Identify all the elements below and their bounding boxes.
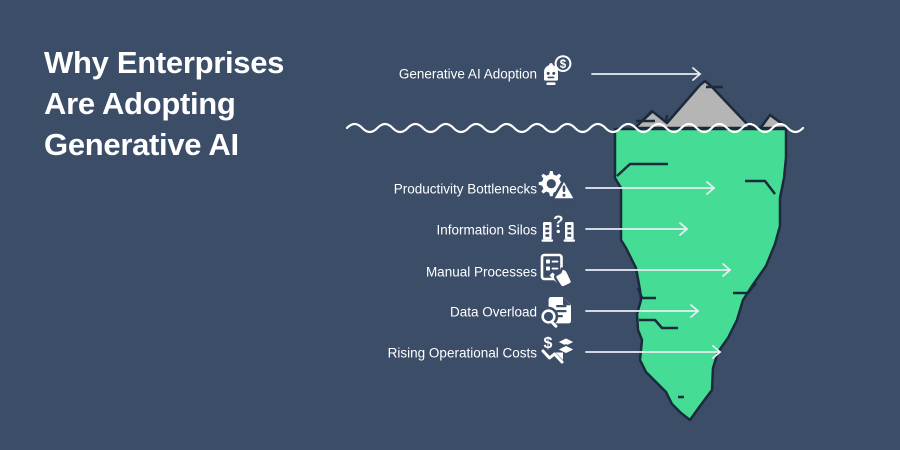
- form-hand-icon: [540, 253, 574, 289]
- iceberg-body-below-water: [613, 127, 788, 422]
- connector-arrows: [585, 67, 732, 359]
- svg-text:?: ?: [553, 212, 563, 231]
- label-rising-operational-costs: Rising Operational Costs: [387, 345, 537, 361]
- label-manual-processes: Manual Processes: [425, 264, 537, 280]
- arrow-manual-processes: [585, 263, 732, 277]
- page-title: Why Enterprises Are Adopting Generative …: [44, 45, 285, 162]
- water-line: [345, 122, 805, 134]
- cost-decline-icon: $: [541, 335, 576, 364]
- document-search-icon: [538, 297, 571, 328]
- label-information-silos: Information Silos: [436, 222, 537, 238]
- arrow-information-silos: [585, 222, 689, 236]
- svg-text:$: $: [544, 335, 553, 352]
- gear-warning-icon: [538, 171, 577, 201]
- label-productivity-bottlenecks: Productivity Bottlenecks: [393, 181, 537, 197]
- arrow-rising-operational-costs: [585, 345, 722, 359]
- label-generative-ai-adoption: Generative AI Adoption: [398, 66, 537, 82]
- arrow-generative-ai-adoption: [591, 67, 702, 81]
- robot-money-icon: $: [544, 55, 572, 85]
- label-data-overload: Data Overload: [449, 304, 537, 320]
- arrow-productivity-bottlenecks: [585, 181, 716, 195]
- silos-question-icon: ?: [541, 212, 575, 242]
- arrow-data-overload: [585, 304, 700, 318]
- svg-text:$: $: [560, 59, 567, 71]
